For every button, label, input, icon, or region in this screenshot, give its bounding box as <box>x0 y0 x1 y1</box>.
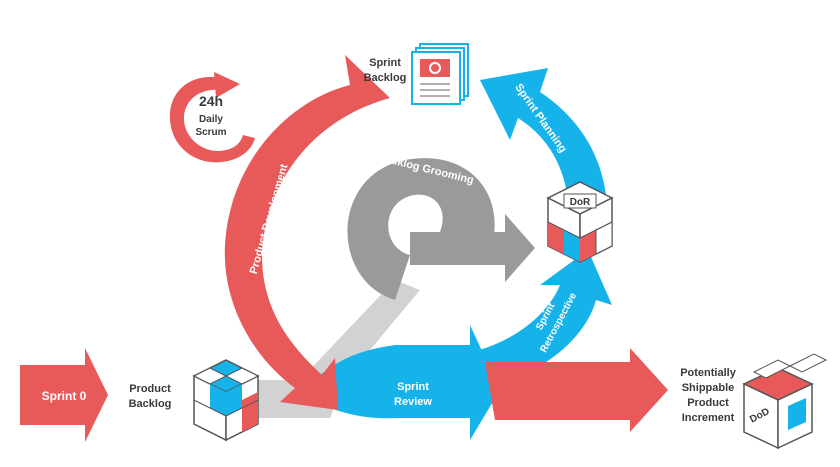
sprint-0-arrow <box>20 348 108 442</box>
daily-scrum-time: 24h <box>199 93 223 109</box>
daily-scrum-cycle <box>169 72 255 163</box>
dor-cube-icon <box>546 181 614 264</box>
increment-arrow <box>485 348 668 432</box>
product-backlog-cube-icon <box>192 359 260 442</box>
dod-box-icon <box>742 353 828 450</box>
daily-scrum-label-line1: Daily <box>199 114 223 125</box>
grooming-arrow-shaft <box>410 214 535 282</box>
increment-label-line1: Potentially <box>680 367 737 379</box>
sprint-planning-arrow <box>480 68 606 195</box>
backlog-grooming-loop <box>347 158 535 300</box>
sprint-backlog-label-line2: Backlog <box>364 72 407 84</box>
sprint-retrospective-arrow <box>472 250 612 385</box>
document-icon <box>411 43 469 105</box>
product-development-arrow <box>224 55 390 410</box>
sprint-review-label-line2: Review <box>394 396 432 408</box>
product-backlog-label-line1: Product <box>129 383 171 395</box>
sprint-review-label-line1: Sprint <box>397 381 429 393</box>
increment-label-line3: Product <box>687 397 729 409</box>
product-backlog-label-line2: Backlog <box>129 398 172 410</box>
sprint-backlog-label-line1: Sprint <box>369 57 401 69</box>
dor-label: DoR <box>570 197 591 208</box>
sprint-0-label: Sprint 0 <box>42 389 87 403</box>
daily-scrum-label-line2: Scrum <box>195 127 226 138</box>
increment-label-line2: Shippable <box>682 382 735 394</box>
sprint-review-arrow <box>300 325 500 440</box>
increment-label-line4: Increment <box>682 412 735 424</box>
